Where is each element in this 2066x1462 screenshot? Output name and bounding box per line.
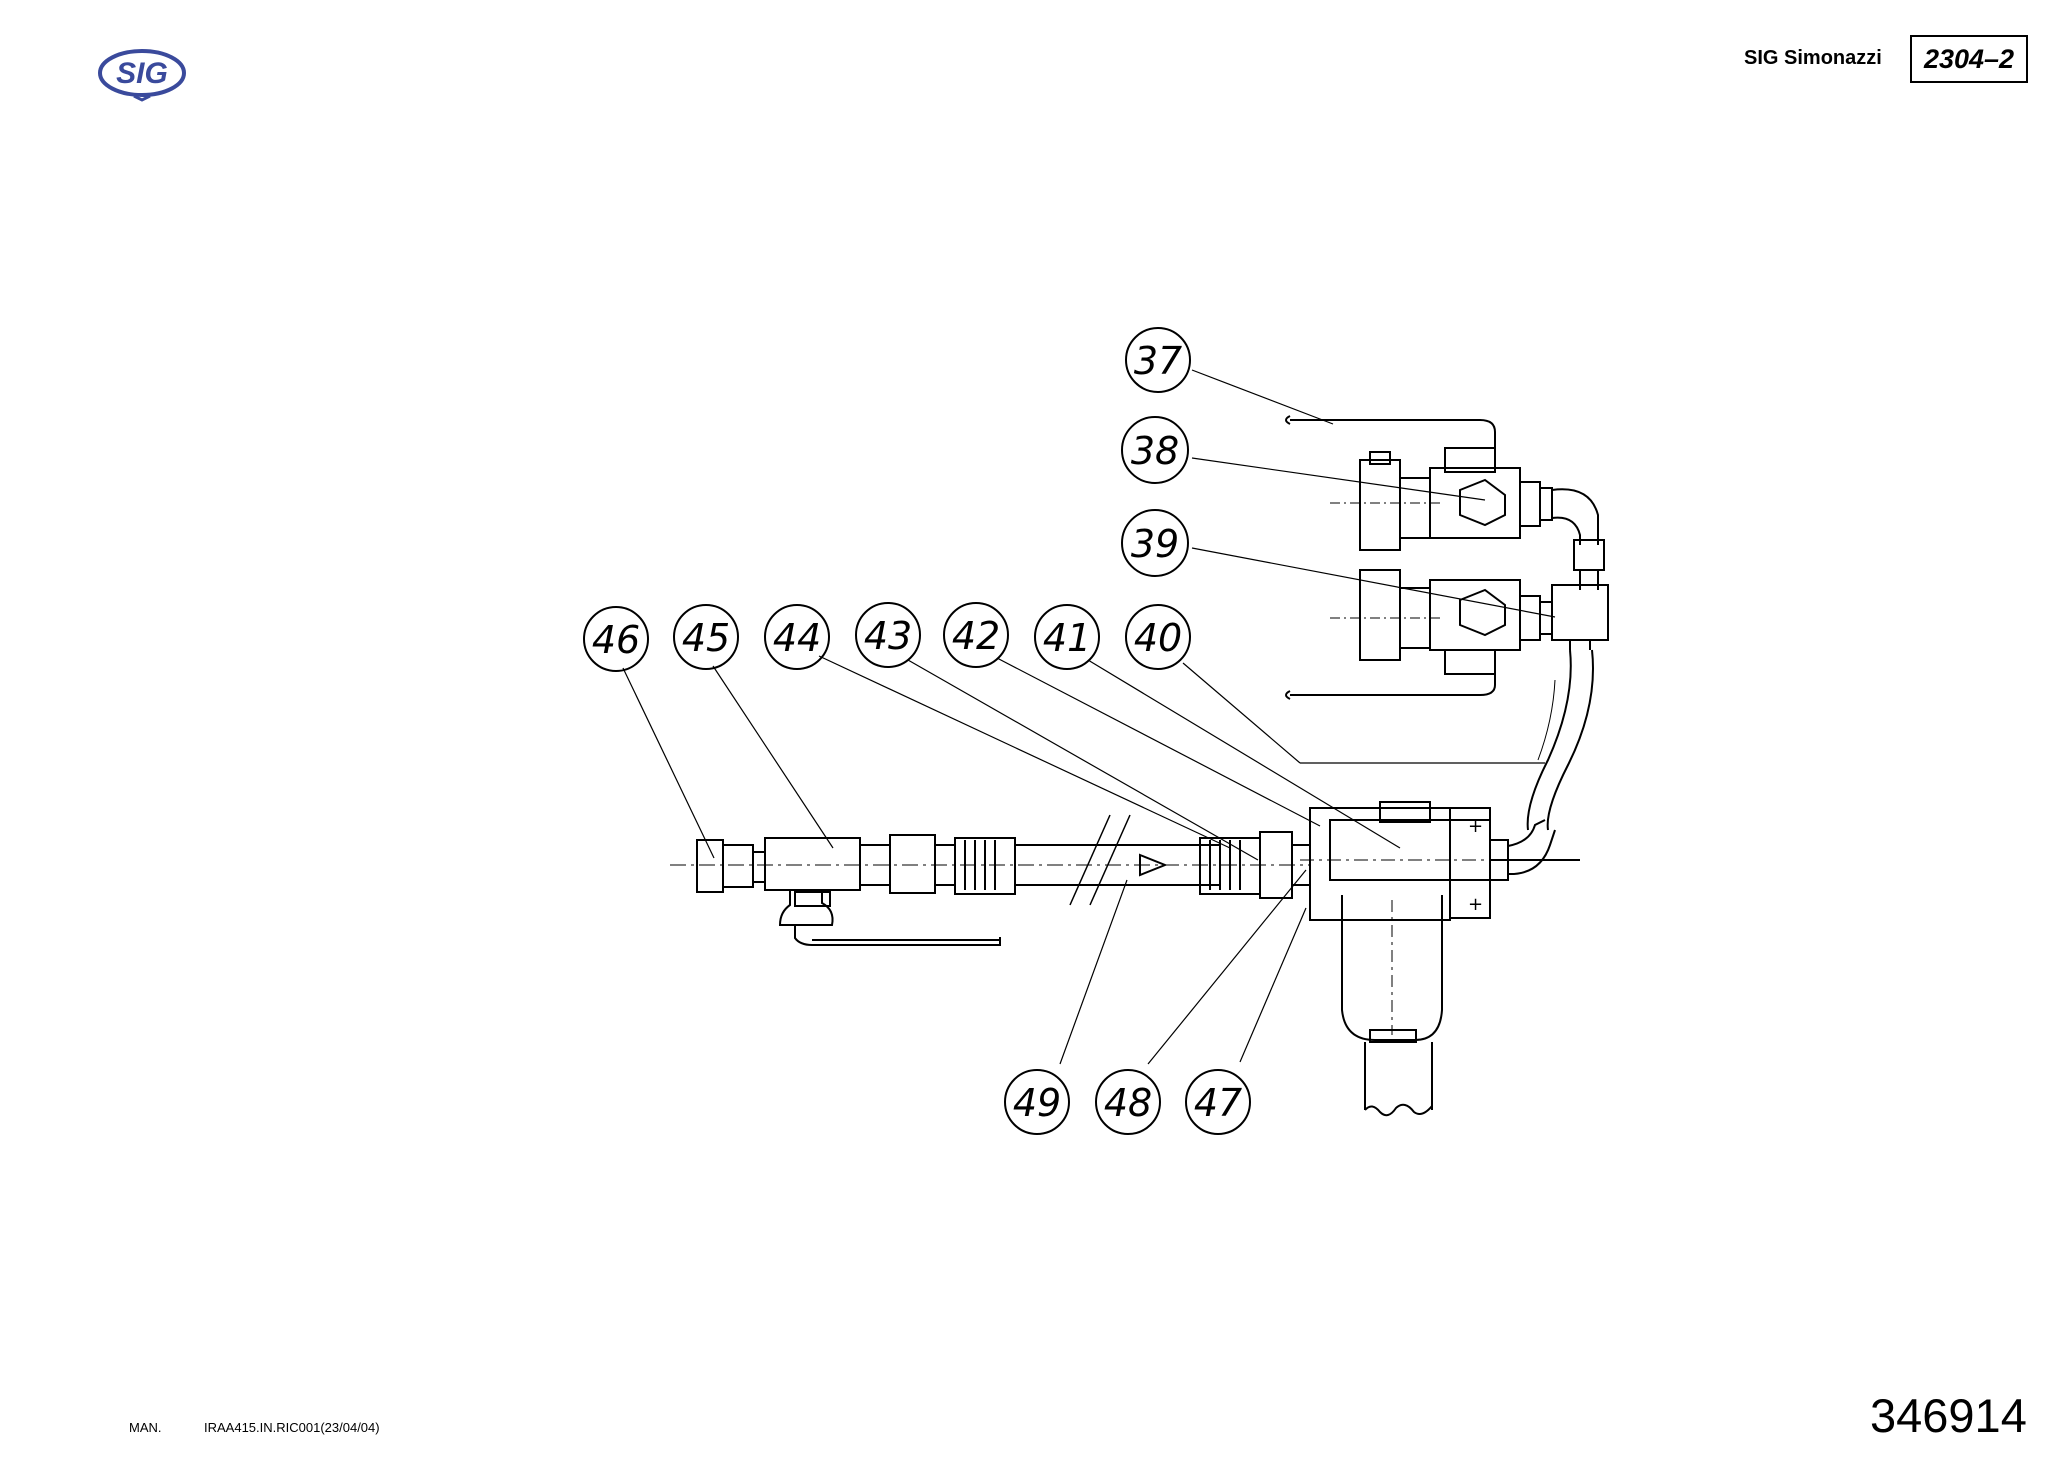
callouts	[583, 327, 1251, 1135]
callout-37-circle	[1125, 327, 1191, 393]
callout-39: 39	[1131, 522, 1179, 566]
footer-doc-code: IRAA415.IN.RIC001(23/04/04)	[204, 1420, 380, 1435]
callout-41-circle	[1034, 604, 1100, 670]
callout-48: 48	[1104, 1081, 1152, 1125]
callout-46-circle	[583, 606, 649, 672]
callout-labels: 37 38 39 40 41 42 43 44 45 46 47 48 49	[592, 339, 1242, 1125]
leader-lines	[622, 369, 1556, 1065]
callout-38: 38	[1131, 429, 1179, 473]
filter-assembly: + +	[1300, 801, 1580, 1117]
callout-49: 49	[1013, 1081, 1061, 1125]
callout-39-circle	[1121, 509, 1189, 577]
svg-text:+: +	[1468, 816, 1483, 837]
callout-42-circle	[943, 602, 1009, 668]
callout-40: 40	[1134, 616, 1182, 660]
callout-48-circle	[1095, 1069, 1161, 1135]
callout-43: 43	[864, 614, 912, 658]
callout-49-circle	[1004, 1069, 1070, 1135]
upper-valve-assembly	[1285, 415, 1609, 831]
page-number: 346914	[1870, 1389, 2027, 1442]
callout-47-circle	[1185, 1069, 1251, 1135]
callout-37: 37	[1134, 339, 1182, 383]
doc-number: 2304–2	[1923, 43, 2015, 74]
logo-text: SIG	[116, 57, 168, 90]
callout-38-circle	[1121, 416, 1189, 484]
callout-47: 47	[1194, 1081, 1242, 1125]
callout-45: 45	[682, 616, 730, 660]
callout-42: 42	[952, 614, 1000, 658]
callout-45-circle	[673, 604, 739, 670]
callout-46: 46	[592, 618, 640, 662]
svg-text:+: +	[1468, 894, 1483, 915]
footer-man-label: MAN.	[129, 1420, 162, 1435]
sig-logo: SIG	[98, 49, 186, 102]
inlet-pipe-assembly	[670, 814, 1311, 946]
doc-number-box: 2304–2	[1910, 35, 2028, 83]
callout-44-circle	[764, 604, 830, 670]
callout-41: 41	[1043, 616, 1091, 660]
company-name: SIG Simonazzi	[1744, 47, 1882, 69]
callout-44: 44	[773, 616, 821, 660]
callout-43-circle	[855, 602, 921, 668]
callout-40-circle	[1125, 604, 1191, 670]
